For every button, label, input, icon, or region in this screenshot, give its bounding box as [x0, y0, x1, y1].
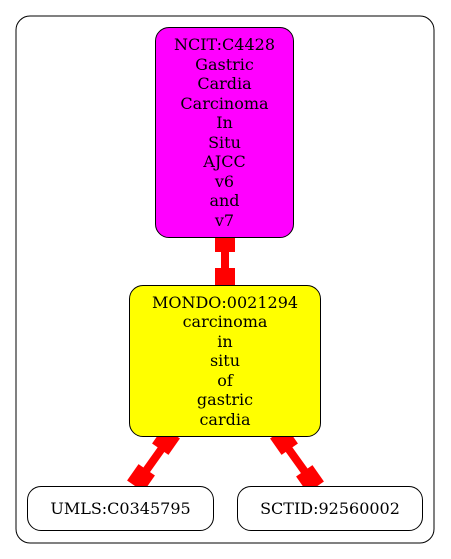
node-umls-label: UMLS:C0345795	[50, 498, 191, 518]
node-ncit-line: v7	[214, 210, 235, 230]
node-sctid[interactable]: SCTID:92560002	[237, 486, 423, 531]
edge-ncit-mondo	[215, 232, 235, 288]
cluster-border	[15, 15, 435, 544]
node-ncit-line: Gastric	[195, 54, 254, 74]
node-mondo-line: in	[217, 331, 233, 351]
edge-mondo-umls	[127, 427, 180, 492]
node-ncit-line: Carcinoma	[180, 93, 269, 113]
node-ncit-line: NCIT:C4428	[173, 35, 275, 54]
edge-end-marker	[215, 268, 235, 288]
node-ncit-line: Cardia	[197, 74, 252, 93]
node-ncit-line: Situ	[208, 132, 241, 152]
node-umls[interactable]: UMLS:C0345795	[27, 486, 214, 531]
node-mondo[interactable]: MONDO:0021294 carcinoma in situ of gastr…	[129, 285, 321, 437]
node-ncit-line: AJCC	[203, 152, 246, 171]
node-mondo-line: carcinoma	[182, 312, 268, 332]
node-ncit[interactable]: NCIT:C4428 Gastric Cardia Carcinoma In S…	[155, 27, 294, 238]
node-mondo-line: gastric	[196, 390, 254, 410]
node-ncit-line: In	[216, 113, 233, 132]
node-mondo-line: MONDO:0021294	[151, 292, 299, 312]
node-ncit-line: and	[209, 191, 240, 210]
node-sctid-label: SCTID:92560002	[260, 498, 400, 518]
node-mondo-line: cardia	[199, 409, 251, 429]
edge-end-marker	[127, 464, 155, 492]
node-ncit-line: v6	[214, 171, 235, 191]
node-mondo-line: situ	[209, 351, 241, 371]
edge-end-marker	[296, 465, 324, 493]
node-mondo-line: of	[217, 370, 233, 390]
